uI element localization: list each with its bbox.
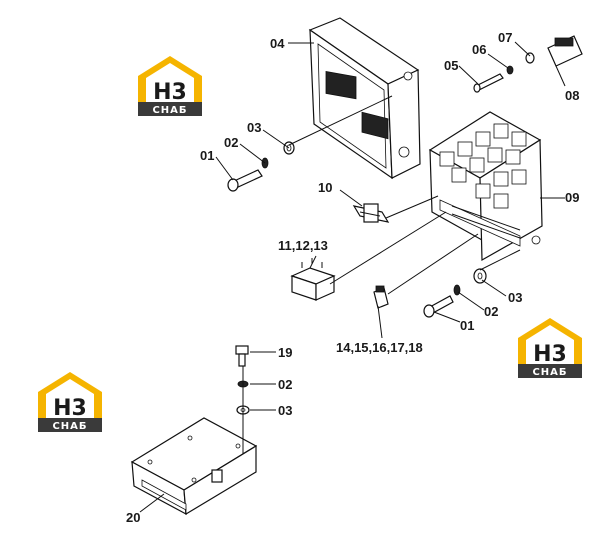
blade-fuse <box>373 285 389 309</box>
logo-mark-text: H3 <box>533 342 567 367</box>
part-number-labels: 04 03 02 01 07 06 05 08 09 10 11,12,13 0… <box>126 30 579 525</box>
logo-wordmark-text: CHAБ <box>532 367 567 378</box>
label-part-09: 09 <box>565 190 579 205</box>
logo-mark-text: H3 <box>153 80 187 105</box>
label-part-20: 20 <box>126 510 140 525</box>
label-part-02-bottom: 02 <box>278 377 292 392</box>
label-part-08: 08 <box>565 88 579 103</box>
controller-unit <box>308 17 421 180</box>
label-part-02-upper: 02 <box>224 135 238 150</box>
base-enclosure <box>130 417 258 516</box>
label-part-19: 19 <box>278 345 292 360</box>
label-part-03-upper: 03 <box>247 120 261 135</box>
label-part-07: 07 <box>498 30 512 45</box>
logo-wordmark-text: CHAБ <box>152 105 187 116</box>
fuse-relay-box <box>428 111 543 262</box>
connector-bolt-set <box>473 35 583 93</box>
leader-lines <box>139 41 566 513</box>
label-part-01-upper: 01 <box>200 148 214 163</box>
label-part-11-12-13: 11,12,13 <box>278 238 328 253</box>
bolt-lower-right <box>423 268 487 318</box>
label-part-03-bottom: 03 <box>278 403 292 418</box>
logo-bottom-left: H3 CHAБ <box>38 372 102 432</box>
label-part-06: 06 <box>472 42 486 57</box>
label-part-03-right: 03 <box>508 290 522 305</box>
label-part-02-right: 02 <box>484 304 498 319</box>
label-part-04: 04 <box>270 36 285 51</box>
relay <box>290 258 336 301</box>
logo-wordmark-text: CHAБ <box>52 421 87 432</box>
label-part-01-right: 01 <box>460 318 474 333</box>
fuse-holder <box>352 203 390 223</box>
bolt-upper <box>227 141 295 192</box>
logo-right: H3 CHAБ <box>518 318 582 378</box>
label-part-05: 05 <box>444 58 458 73</box>
label-part-10: 10 <box>318 180 332 195</box>
logo-mark-text: H3 <box>53 396 87 421</box>
label-part-14-18: 14,15,16,17,18 <box>336 340 423 355</box>
logo-top-left: H3 CHAБ <box>138 56 202 116</box>
